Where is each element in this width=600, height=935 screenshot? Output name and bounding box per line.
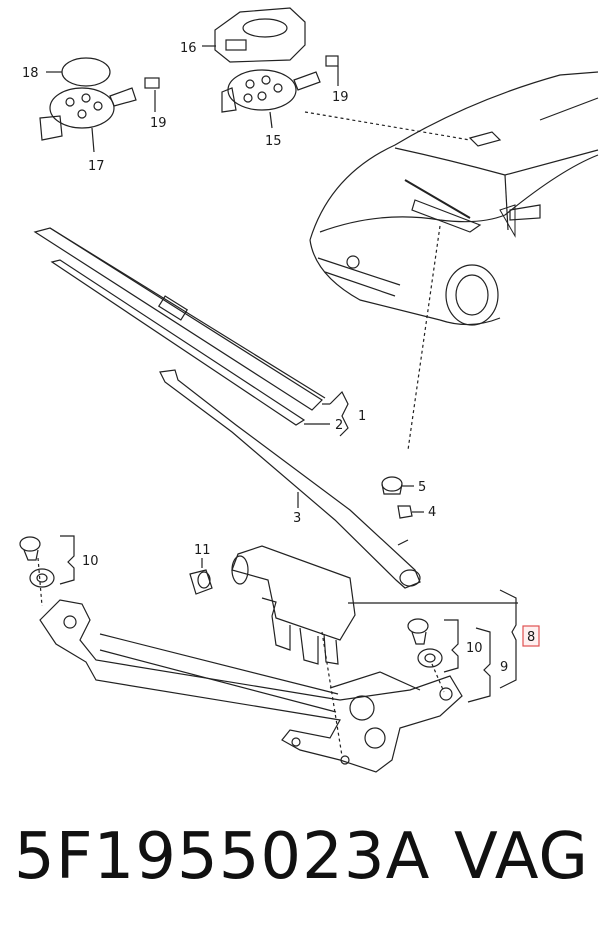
callout-19-right: 19 <box>332 90 349 105</box>
gasket-18 <box>61 57 111 87</box>
callout-15: 15 <box>265 134 282 149</box>
rain-sensor-15 <box>221 69 321 113</box>
callout-1: 1 <box>358 409 366 424</box>
callout-18: 18 <box>22 66 39 81</box>
linkage-frame <box>39 599 463 773</box>
callout-3: 3 <box>293 511 301 526</box>
callout-4: 4 <box>428 505 436 520</box>
callout-2: 2 <box>335 418 343 433</box>
pivot-bolt-left <box>19 536 41 561</box>
callout-11: 11 <box>194 543 211 558</box>
rain-sensor-left <box>39 87 137 141</box>
callout-8: 8 <box>527 630 535 645</box>
car-illustration <box>309 71 599 326</box>
wiper-on-car <box>404 179 482 233</box>
nut-4 <box>397 505 413 519</box>
sensor-location-marker <box>468 131 502 147</box>
wiper-assembly-diagram: 16 18 19 15 19 17 1 2 5 4 3 11 10 8 10 9 <box>19 7 599 773</box>
bushing-left <box>29 568 55 588</box>
part-number: 5F1955023A <box>14 820 431 894</box>
bushing-right <box>417 648 443 668</box>
callout-16: 16 <box>180 41 197 56</box>
callout-10-right: 10 <box>466 641 483 656</box>
callout-17: 17 <box>88 159 105 174</box>
wiper-rubber-2 <box>50 259 306 426</box>
pivot-bolt-right <box>407 618 429 645</box>
wiper-blade-1 <box>33 227 326 411</box>
callout-8-highlight <box>522 625 540 647</box>
part-number-footer: 5F1955023A VAG <box>14 812 594 902</box>
connector-19-left <box>144 77 160 89</box>
cap-5 <box>381 476 403 495</box>
callout-19-left: 19 <box>150 116 167 131</box>
callout-10-left: 10 <box>82 554 99 569</box>
brand-name: VAG <box>454 820 589 894</box>
wiper-arm-3 <box>159 369 421 589</box>
callout-9: 9 <box>500 660 508 675</box>
grommet-11 <box>189 569 213 595</box>
connector-19-right <box>325 55 339 67</box>
rain-sensor-cover-16 <box>214 7 306 63</box>
wiper-motor <box>231 545 356 665</box>
callout-5: 5 <box>418 480 426 495</box>
